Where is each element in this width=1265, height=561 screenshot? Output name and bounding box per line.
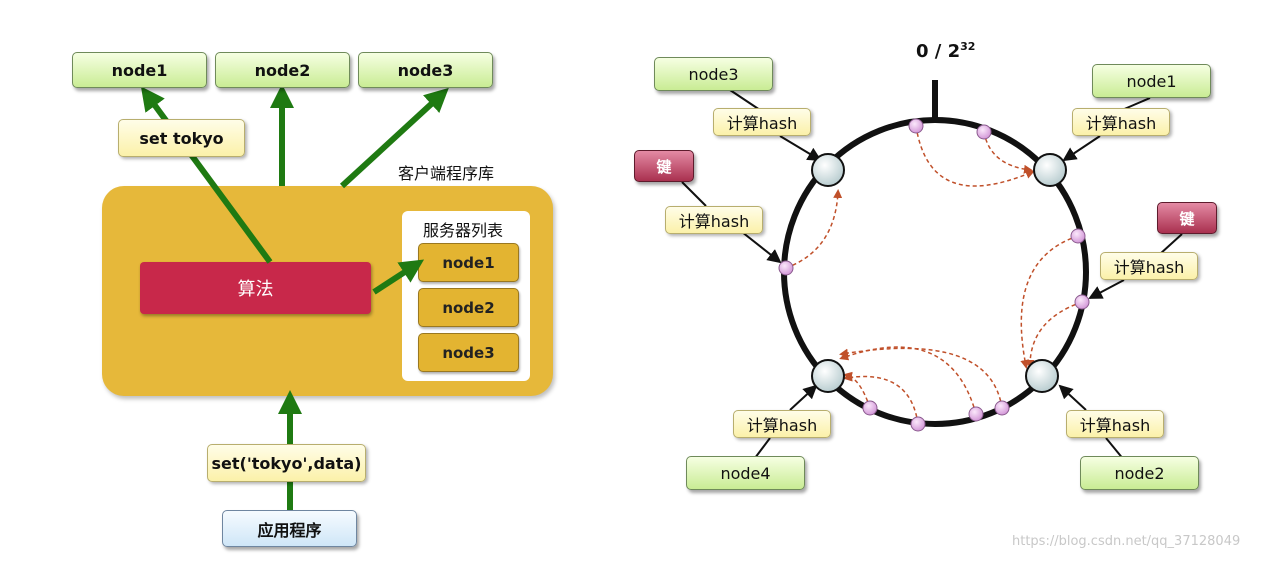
connector-hash-point-left — [741, 231, 782, 264]
hash-label-key-right: 计算hash — [1100, 252, 1198, 280]
set-tokyo-label: set tokyo — [118, 119, 245, 157]
connector-hash-point-right — [1088, 279, 1125, 299]
hash-point — [976, 124, 992, 140]
server-point-node1 — [1033, 153, 1067, 187]
watermark: https://blog.csdn.net/qq_37128049 — [1012, 534, 1241, 549]
mapping-arc-3 — [785, 189, 843, 269]
hash-label-node4: 计算hash — [733, 410, 831, 438]
hash-point — [778, 260, 794, 276]
set-call-label: set('tokyo',data) — [207, 444, 366, 482]
connector-hash-node1server — [1062, 135, 1101, 162]
arrow-to-node3 — [339, 87, 449, 189]
ring-origin-exponent: 32 — [960, 40, 976, 53]
mapping-arc-4 — [1020, 235, 1079, 369]
hash-label-node2: 计算hash — [1066, 410, 1164, 438]
connector-node3-hash — [729, 89, 761, 111]
mapping-arc-7 — [843, 372, 919, 425]
left-node2: node2 — [215, 52, 350, 88]
left-node3: node3 — [358, 52, 493, 88]
key-box-right: 键 — [1157, 202, 1217, 234]
connector-hash-node2server — [1058, 384, 1087, 411]
ring-origin-base: 0 / 2 — [916, 41, 961, 62]
mapping-arc-1 — [915, 125, 1035, 187]
algorithm-box: 算法 — [140, 262, 371, 314]
hash-label-key-left: 计算hash — [665, 206, 763, 234]
hash-label-node1: 计算hash — [1072, 108, 1170, 136]
server-list-node3: node3 — [418, 333, 519, 372]
hash-point — [1070, 228, 1086, 244]
hash-point — [1074, 294, 1090, 310]
ring-origin-label: 0 / 232 — [916, 40, 975, 62]
ring-node1-label: node1 — [1092, 64, 1211, 98]
mapping-arc-9 — [839, 347, 1003, 409]
ring-node4-label: node4 — [686, 456, 805, 490]
left-node1: node1 — [72, 52, 207, 88]
server-point-node3 — [811, 153, 845, 187]
hash-point — [994, 400, 1010, 416]
hash-point — [968, 406, 984, 422]
application-box: 应用程序 — [222, 510, 357, 547]
connector-hash-node3server — [779, 135, 822, 162]
server-point-node2 — [1025, 359, 1059, 393]
connector-key-hash-right — [1159, 233, 1183, 255]
ring-node2-label: node2 — [1080, 456, 1199, 490]
arrow-algo-to-serverlist — [372, 259, 425, 295]
mapping-arc-5 — [1025, 301, 1083, 369]
server-list-title: 服务器列表 — [423, 221, 504, 240]
server-point-node4 — [811, 359, 845, 393]
hash-point — [910, 416, 926, 432]
mapping-arc-2 — [983, 131, 1033, 174]
connector-key-hash-left — [681, 181, 707, 207]
ring-node3-label: node3 — [654, 57, 773, 91]
hash-point — [862, 400, 878, 416]
server-list-node2: node2 — [418, 288, 519, 327]
connector-hash-node4server — [789, 384, 818, 411]
key-box-left: 键 — [634, 150, 694, 182]
hash-label-node3: 计算hash — [713, 108, 811, 136]
hash-point — [908, 118, 924, 134]
client-library-label: 客户端程序库 — [398, 164, 495, 183]
